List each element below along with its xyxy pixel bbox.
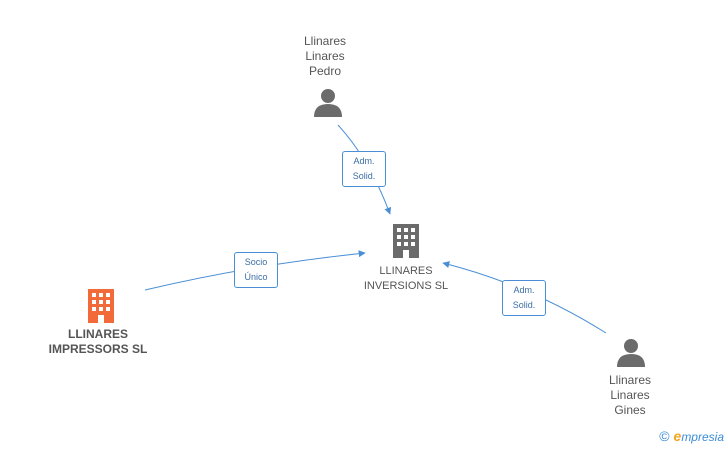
label-line: Linares: [305, 49, 345, 63]
node-left-company-label: LLINARES IMPRESSORS SL: [38, 327, 158, 357]
label-line: LLINARES: [379, 265, 433, 277]
label-line: INVERSIONS SL: [363, 280, 449, 292]
edge-label-line: Adm.: [513, 285, 535, 295]
node-top-person[interactable]: Llinares Linares Pedro: [285, 34, 365, 79]
edge-label-line: Adm.: [353, 156, 375, 166]
node-center-company[interactable]: LLINARES INVERSIONS SL: [346, 264, 466, 294]
person-icon: [314, 89, 342, 117]
edge-label-line: Solid.: [352, 171, 376, 181]
footer-brand: © empresia: [659, 428, 724, 445]
edge-label-line: Solid.: [512, 300, 536, 310]
label-line: Linares: [610, 388, 650, 402]
edge-label-bottom-to-center[interactable]: Adm. Solid.: [502, 280, 546, 316]
person-icon: [617, 339, 645, 367]
label-line: Gines: [614, 403, 646, 417]
node-bottom-person[interactable]: Llinares Linares Gines: [590, 373, 670, 418]
brand-logo-e: e: [673, 427, 682, 444]
node-top-person-label: Llinares Linares Pedro: [285, 34, 365, 79]
edge-label-left-to-center[interactable]: Socio Único: [234, 252, 278, 288]
label-line: Pedro: [308, 64, 342, 78]
building-icon: [393, 224, 419, 258]
label-line: Llinares: [608, 373, 652, 387]
label-line: LLINARES: [68, 327, 128, 341]
building-icon: [88, 289, 114, 323]
node-bottom-person-label: Llinares Linares Gines: [590, 373, 670, 418]
brand-logo[interactable]: empresia: [674, 428, 724, 445]
brand-logo-text: mpresia: [681, 429, 724, 444]
copyright-icon: ©: [659, 428, 670, 444]
node-center-company-label: LLINARES INVERSIONS SL: [346, 264, 466, 294]
label-line: Llinares: [303, 34, 347, 48]
edge-label-line: Único: [244, 272, 268, 282]
node-left-company[interactable]: LLINARES IMPRESSORS SL: [38, 327, 158, 357]
edge-label-line: Socio: [244, 257, 268, 267]
label-line: IMPRESSORS SL: [48, 342, 148, 356]
edge-label-top-to-center[interactable]: Adm. Solid.: [342, 151, 386, 187]
